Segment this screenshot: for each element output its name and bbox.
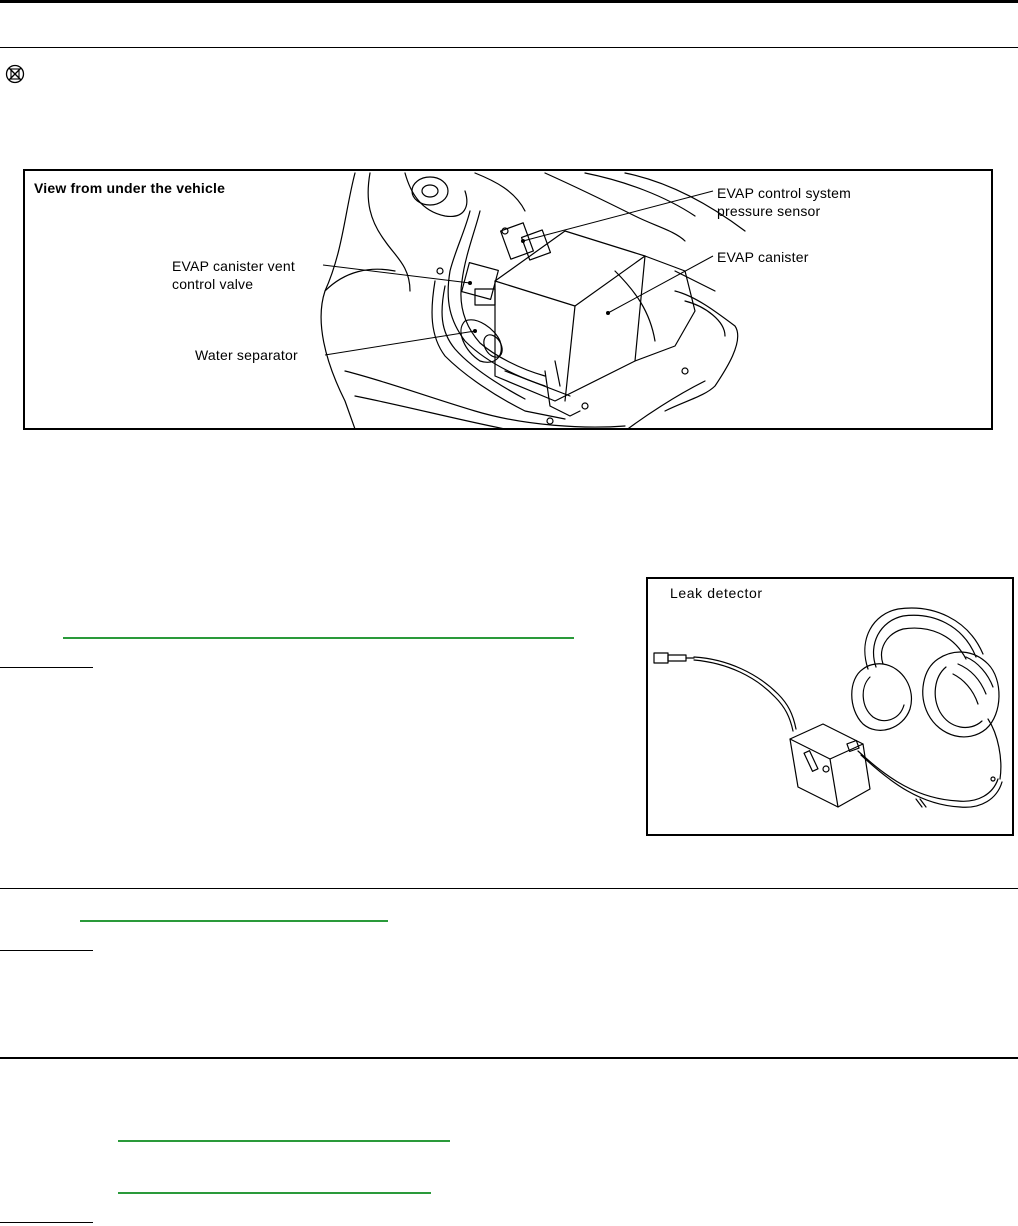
reference-link-4[interactable] [118, 1192, 431, 1194]
water-separator-callout: Water separator [195, 347, 298, 363]
vent-valve-callout: EVAP canister vent control valve [172, 258, 295, 292]
evap-figure: View from under the vehicle EVAP control… [23, 169, 993, 430]
step-marker-1 [0, 667, 93, 668]
canister-callout: EVAP canister [717, 249, 809, 265]
pressure-sensor-callout: EVAP control system pressure sensor [717, 185, 851, 219]
leak-detector-label: Leak detector [670, 585, 763, 601]
reference-link-2[interactable] [80, 920, 388, 922]
section-rule-1 [0, 47, 1018, 48]
view-label: View from under the vehicle [34, 180, 226, 196]
top-rule [0, 0, 1018, 3]
leak-detector-figure: Leak detector [646, 577, 1014, 836]
no-repair-icon [5, 64, 25, 84]
section-rule-3 [0, 1057, 1018, 1059]
reference-link-3[interactable] [118, 1140, 450, 1142]
section-rule-2 [0, 888, 1018, 889]
step-marker-2 [0, 950, 93, 951]
leak-detector-illustration [653, 607, 1003, 808]
reference-link-1[interactable] [63, 637, 574, 639]
evap-illustration [320, 172, 746, 428]
step-marker-3 [0, 1222, 93, 1223]
